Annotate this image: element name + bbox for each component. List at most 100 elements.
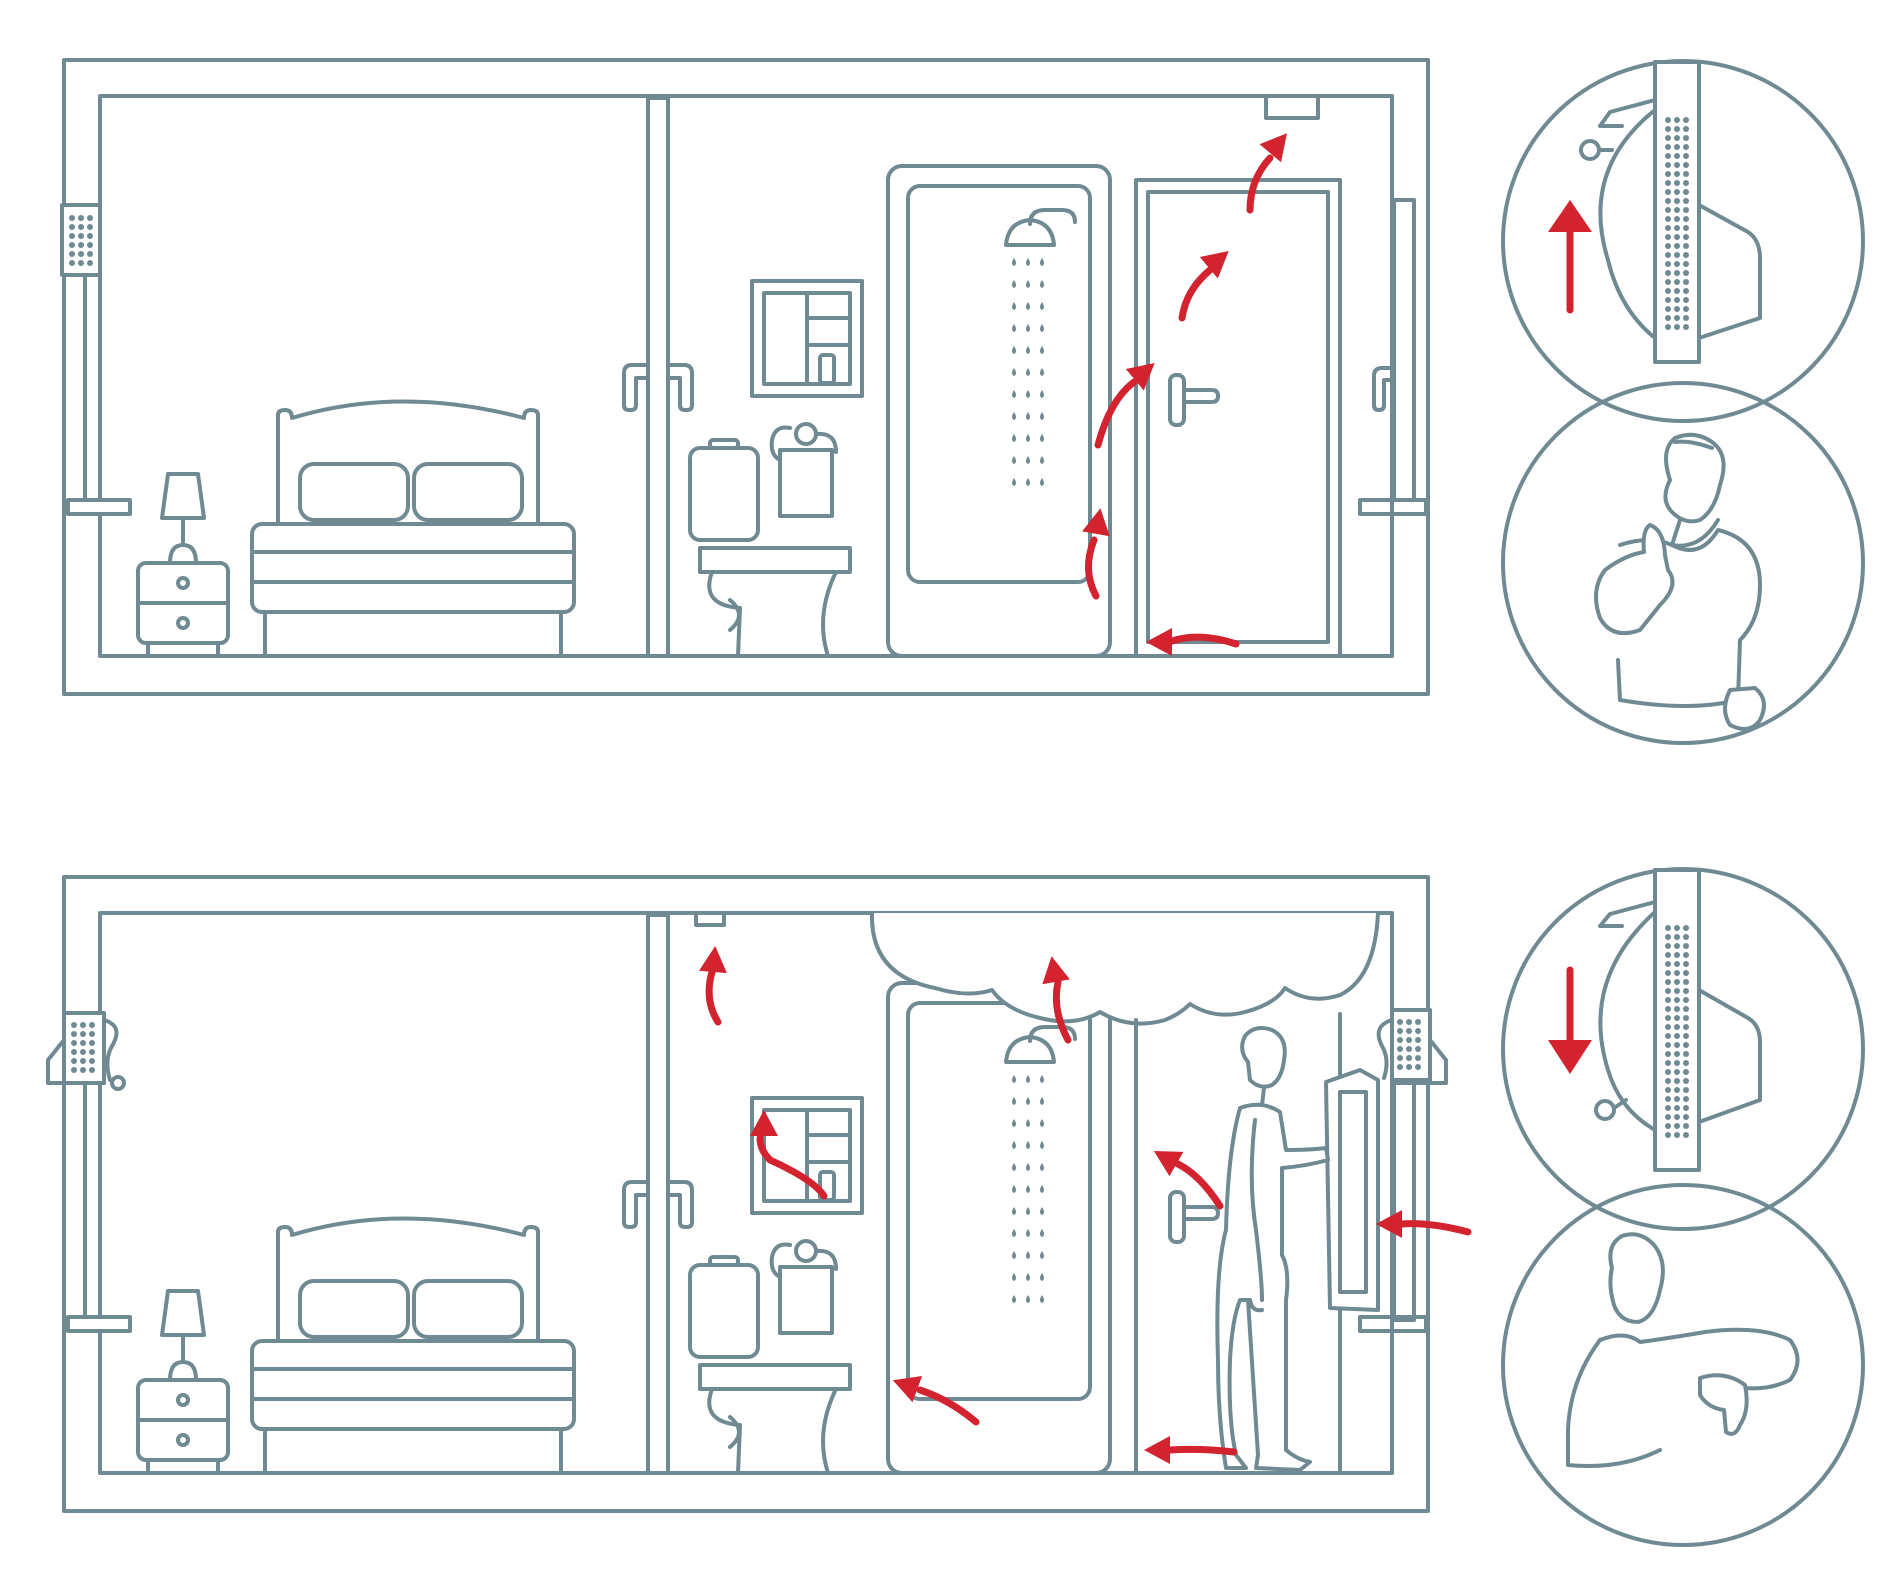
lamp-icon: [160, 472, 206, 565]
door-handle-icon: [622, 1180, 694, 1229]
water-drop: [1040, 1207, 1044, 1215]
nightstand-icon: [136, 561, 230, 658]
person-icon: [1215, 1026, 1330, 1472]
water-drop: [1012, 1229, 1016, 1237]
water-drop: [1040, 324, 1044, 332]
water-drop: [1026, 1097, 1030, 1105]
toilet-icon: [688, 1239, 852, 1475]
airflow-arrow-icon: [699, 946, 1472, 1464]
water-drop: [1026, 1119, 1030, 1127]
mirror-cabinet-icon: [750, 279, 864, 398]
nightstand-icon: [136, 1378, 230, 1475]
steam-cloud-icon: [869, 911, 1380, 1026]
water-drop: [1040, 1097, 1044, 1105]
water-drop: [1012, 1185, 1016, 1193]
water-drop: [1040, 1295, 1044, 1303]
shower-cabin-icon: [886, 164, 1112, 658]
mirror-cabinet-icon: [750, 1096, 864, 1215]
water-drop: [1026, 280, 1030, 288]
water-drop: [1040, 1119, 1044, 1127]
water-drop: [1040, 1141, 1044, 1149]
water-drop: [1040, 1229, 1044, 1237]
water-drop: [1026, 434, 1030, 442]
wall-vent-icon: [60, 203, 132, 516]
lamp-icon: [160, 1289, 206, 1382]
water-drop: [1040, 390, 1044, 398]
thumbs-down-icon: [1501, 1183, 1865, 1547]
scene-correct: [60, 58, 1430, 696]
bed-icon: [250, 399, 576, 658]
water-drop: [1026, 412, 1030, 420]
water-drop: [1012, 434, 1016, 442]
water-drop: [1026, 478, 1030, 486]
water-drop: [1012, 302, 1016, 310]
water-drop: [1026, 1163, 1030, 1171]
water-drop: [1012, 258, 1016, 266]
bathroom-door: [1134, 178, 1342, 658]
door-handle-icon: [622, 363, 694, 412]
wall-vent-icon: [46, 1011, 132, 1333]
water-drop: [1012, 412, 1016, 420]
water-drop: [1026, 368, 1030, 376]
water-drop: [1040, 302, 1044, 310]
ceiling-exhaust-icon: [1264, 94, 1320, 120]
water-drop: [1026, 346, 1030, 354]
airflow-arrow-icon: [1082, 133, 1287, 656]
water-drop: [1026, 390, 1030, 398]
water-drop: [1012, 456, 1016, 464]
water-drop: [1026, 1185, 1030, 1193]
water-drop: [1040, 1163, 1044, 1171]
water-drop: [1012, 368, 1016, 376]
water-drop: [1012, 478, 1016, 486]
water-drop: [1012, 390, 1016, 398]
water-drop: [1026, 324, 1030, 332]
water-drop: [1040, 1273, 1044, 1281]
water-drop: [1026, 258, 1030, 266]
shower-cabin-icon: [886, 981, 1112, 1475]
water-drop: [1012, 1141, 1016, 1149]
water-drop: [1012, 1207, 1016, 1215]
window-frame: [1358, 198, 1428, 516]
water-drop: [1026, 1251, 1030, 1259]
water-drop: [1012, 1273, 1016, 1281]
window-frame: [1324, 1008, 1448, 1333]
valve-detail-down: [1501, 867, 1865, 1231]
water-drop: [1012, 1119, 1016, 1127]
water-drop: [1040, 456, 1044, 464]
water-drop: [1026, 1141, 1030, 1149]
water-drop: [1012, 1251, 1016, 1259]
water-drop: [1040, 434, 1044, 442]
water-drop: [1026, 1207, 1030, 1215]
water-drop: [1026, 1229, 1030, 1237]
water-drop: [1012, 1295, 1016, 1303]
scene-wrong: [46, 875, 1472, 1513]
water-drop: [1040, 368, 1044, 376]
water-drop: [1026, 302, 1030, 310]
water-drop: [1026, 1273, 1030, 1281]
water-drop: [1012, 346, 1016, 354]
thumbs-up-icon: [1501, 381, 1865, 745]
water-drop: [1012, 1097, 1016, 1105]
water-drop: [1040, 346, 1044, 354]
shower-head-icon: [1004, 1025, 1077, 1303]
bed-icon: [250, 1216, 576, 1475]
water-drop: [1040, 1075, 1044, 1083]
water-drop: [1040, 258, 1044, 266]
water-drop: [1026, 1075, 1030, 1083]
valve-detail-up: [1501, 59, 1865, 423]
water-drop: [1040, 412, 1044, 420]
water-drop: [1026, 456, 1030, 464]
water-drop: [1012, 280, 1016, 288]
toilet-icon: [688, 422, 852, 658]
water-drop: [1040, 478, 1044, 486]
water-drop: [1012, 1075, 1016, 1083]
water-drop: [1040, 280, 1044, 288]
water-drop: [1040, 1185, 1044, 1193]
ceiling-exhaust-icon: [694, 911, 726, 927]
water-drop: [1026, 1295, 1030, 1303]
water-drop: [1012, 1163, 1016, 1171]
shower-head-icon: [1004, 208, 1077, 486]
water-drop: [1040, 1251, 1044, 1259]
